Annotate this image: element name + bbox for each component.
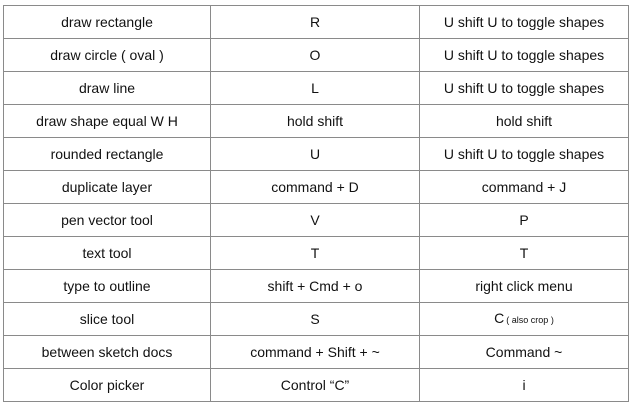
alt-shortcut-cell: U shift U to toggle shapes [419,137,629,171]
shortcut-cell: command + Shift + ~ [210,335,420,369]
alt-shortcut-cell: U shift U to toggle shapes [419,71,629,105]
action-cell: pen vector tool [3,203,211,237]
alt-shortcut-cell: T [419,236,629,270]
shortcut-cell: command + D [210,170,420,204]
table-row: rounded rectangle U U shift U to toggle … [3,137,629,171]
table-row: draw circle ( oval ) O U shift U to togg… [3,38,629,72]
alt-shortcut-cell: P [419,203,629,237]
table-row: type to outline shift + Cmd + o right cl… [3,269,629,303]
action-cell: duplicate layer [3,170,211,204]
alt-shortcut-cell: Command ~ [419,335,629,369]
shortcut-cell: U [210,137,420,171]
table-row: pen vector tool V P [3,203,629,237]
shortcut-cell: Control “C” [210,368,420,402]
alt-shortcut-cell: right click menu [419,269,629,303]
shortcut-cell: R [210,5,420,39]
alt-shortcut-cell: C( also crop ) [419,302,629,336]
table-row: text tool T T [3,236,629,270]
shortcut-table: draw rectangle R U shift U to toggle sha… [3,5,629,402]
shortcut-table-container: draw rectangle R U shift U to toggle sha… [3,5,629,402]
shortcut-cell: V [210,203,420,237]
alt-shortcut-cell: command + J [419,170,629,204]
alt-shortcut-cell: U shift U to toggle shapes [419,38,629,72]
action-cell: text tool [3,236,211,270]
shortcut-cell: O [210,38,420,72]
shortcut-cell: T [210,236,420,270]
shortcut-cell: L [210,71,420,105]
shortcut-cell: S [210,302,420,336]
alt-shortcut-text: C [494,310,505,326]
action-cell: type to outline [3,269,211,303]
table-row: Color picker Control “C” i [3,368,629,402]
shortcut-cell: hold shift [210,104,420,138]
table-row: between sketch docs command + Shift + ~ … [3,335,629,369]
action-cell: draw circle ( oval ) [3,38,211,72]
slice-note: ( also crop ) [506,315,554,325]
action-cell: between sketch docs [3,335,211,369]
table-row: draw rectangle R U shift U to toggle sha… [3,5,629,39]
action-cell: slice tool [3,302,211,336]
table-row: draw line L U shift U to toggle shapes [3,71,629,105]
shortcut-cell: shift + Cmd + o [210,269,420,303]
action-cell: draw rectangle [3,5,211,39]
alt-shortcut-cell: i [419,368,629,402]
action-cell: Color picker [3,368,211,402]
action-cell: draw shape equal W H [3,104,211,138]
alt-shortcut-cell: U shift U to toggle shapes [419,5,629,39]
alt-shortcut-cell: hold shift [419,104,629,138]
action-cell: draw line [3,71,211,105]
table-row: slice tool S C( also crop ) [3,302,629,336]
table-row: draw shape equal W H hold shift hold shi… [3,104,629,138]
action-cell: rounded rectangle [3,137,211,171]
table-row: duplicate layer command + D command + J [3,170,629,204]
